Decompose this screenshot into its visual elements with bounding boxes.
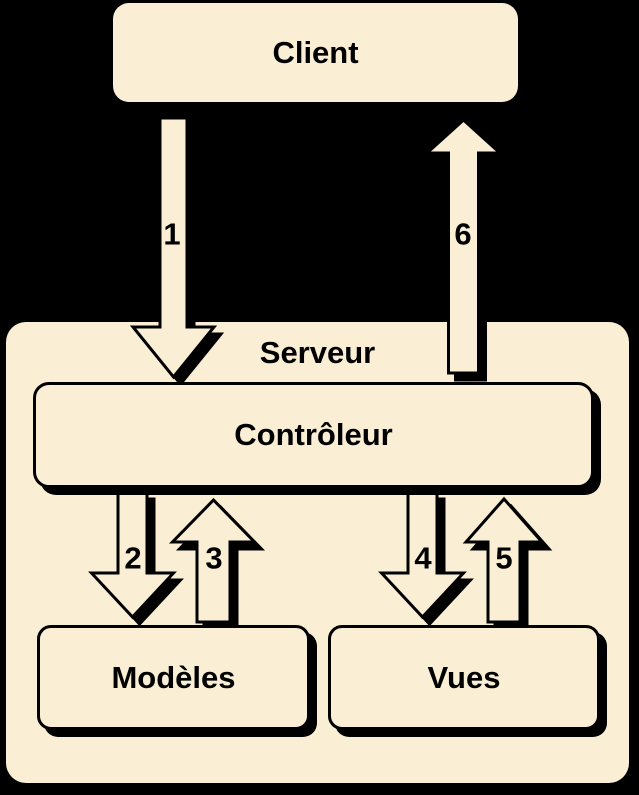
arrow-5-body [462, 496, 546, 624]
arrow-4-body [378, 490, 467, 620]
arrow-4-number: 4 [414, 541, 432, 576]
arrow-6-number: 6 [454, 217, 471, 252]
client-box: Client [113, 3, 518, 102]
vues-label: Vues [427, 659, 501, 695]
arrow-2-down-icon: 2 [88, 490, 184, 627]
arrow-1-body [129, 116, 218, 380]
arrow-2-body [88, 490, 177, 620]
modeles-label: Modèles [111, 659, 236, 695]
arrow-6-body [423, 117, 504, 375]
arrow-1-down-icon: 1 [129, 116, 225, 387]
arrow-5-up-icon: 5 [462, 496, 553, 631]
arrow-3-number: 3 [205, 541, 222, 576]
serveur-label: Serveur [259, 335, 376, 370]
arrow-5-number: 5 [495, 541, 512, 576]
vues-box: Vues [328, 625, 600, 730]
controleur-label: Contrôleur [234, 417, 393, 452]
arrow-4-down-icon: 4 [378, 490, 474, 627]
controleur-box: Contrôleur [33, 382, 594, 488]
arrow-3-up-icon: 3 [168, 497, 266, 631]
client-label: Client [272, 34, 359, 70]
arrow-3-body [168, 497, 259, 624]
arrow-1-number: 1 [163, 217, 180, 252]
arrow-6-up-icon: 6 [423, 117, 511, 382]
modeles-box: Modèles [37, 625, 310, 730]
arrow-2-number: 2 [124, 541, 141, 576]
